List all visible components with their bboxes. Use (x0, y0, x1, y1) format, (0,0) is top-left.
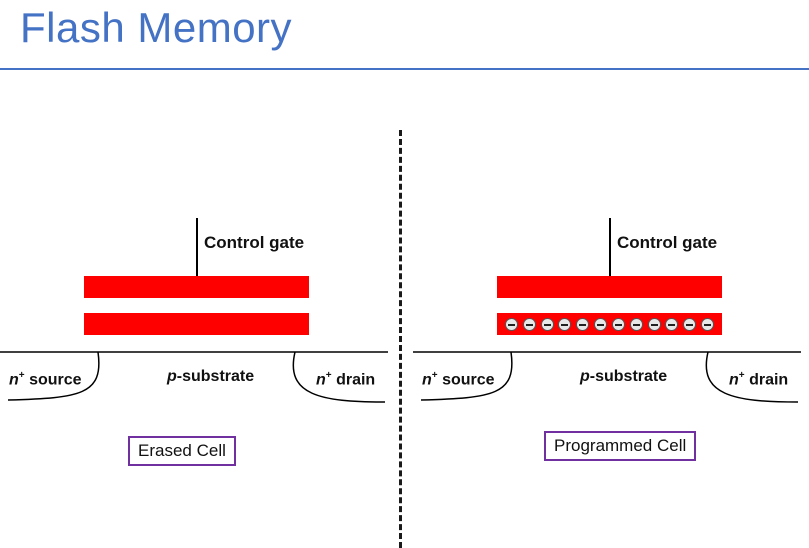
trapped-electron-icon (700, 317, 714, 331)
substrate-label: p-substrate (167, 368, 255, 385)
trapped-electron-icon (576, 317, 590, 331)
substrate-label: p-substrate (580, 368, 668, 385)
trapped-electron-icon (505, 317, 518, 331)
drain-label: n+ drain (729, 370, 789, 389)
trapped-electron-icon (665, 317, 679, 331)
trapped-electron-icon (594, 317, 608, 331)
control-gate-wire (609, 218, 611, 276)
divider-dashed-line (399, 130, 402, 548)
source-well-boundary (420, 351, 513, 401)
drain-label: n+ drain (316, 370, 376, 389)
substrate-outline (0, 351, 388, 403)
control-gate-label: Control gate (617, 233, 718, 252)
programmed-cell-diagram: Control gate n+ source p-substrate n+ dr… (413, 0, 809, 548)
control-gate-bar (84, 276, 309, 298)
drain-well-boundary (292, 351, 386, 403)
title-underline (0, 68, 809, 70)
trapped-electron-icon (683, 317, 697, 331)
erased-cell-diagram: Control gate n+ source p-substrate n+ dr… (0, 0, 400, 548)
trapped-electron-icon (629, 317, 643, 331)
floating-gate-bar (84, 313, 309, 335)
trapped-electron-icon (558, 317, 572, 331)
control-gate-label: Control gate (204, 233, 305, 252)
slide-title: Flash Memory (20, 4, 293, 51)
floating-gate-bar (497, 313, 722, 335)
erased-cell-caption: Erased Cell (128, 436, 236, 466)
substrate-outline (413, 351, 801, 403)
control-gate-bar (497, 276, 722, 298)
drain-well-boundary (705, 351, 799, 403)
source-well-boundary (7, 351, 100, 401)
trapped-electron-icon (540, 317, 554, 331)
control-gate-wire (196, 218, 198, 276)
programmed-cell-caption: Programmed Cell (544, 431, 697, 461)
trapped-electron-icon (611, 317, 625, 331)
source-label: n+ source (9, 370, 82, 389)
source-label: n+ source (422, 370, 495, 389)
trapped-electron-icon (522, 317, 536, 331)
trapped-electron-icon (647, 317, 661, 331)
